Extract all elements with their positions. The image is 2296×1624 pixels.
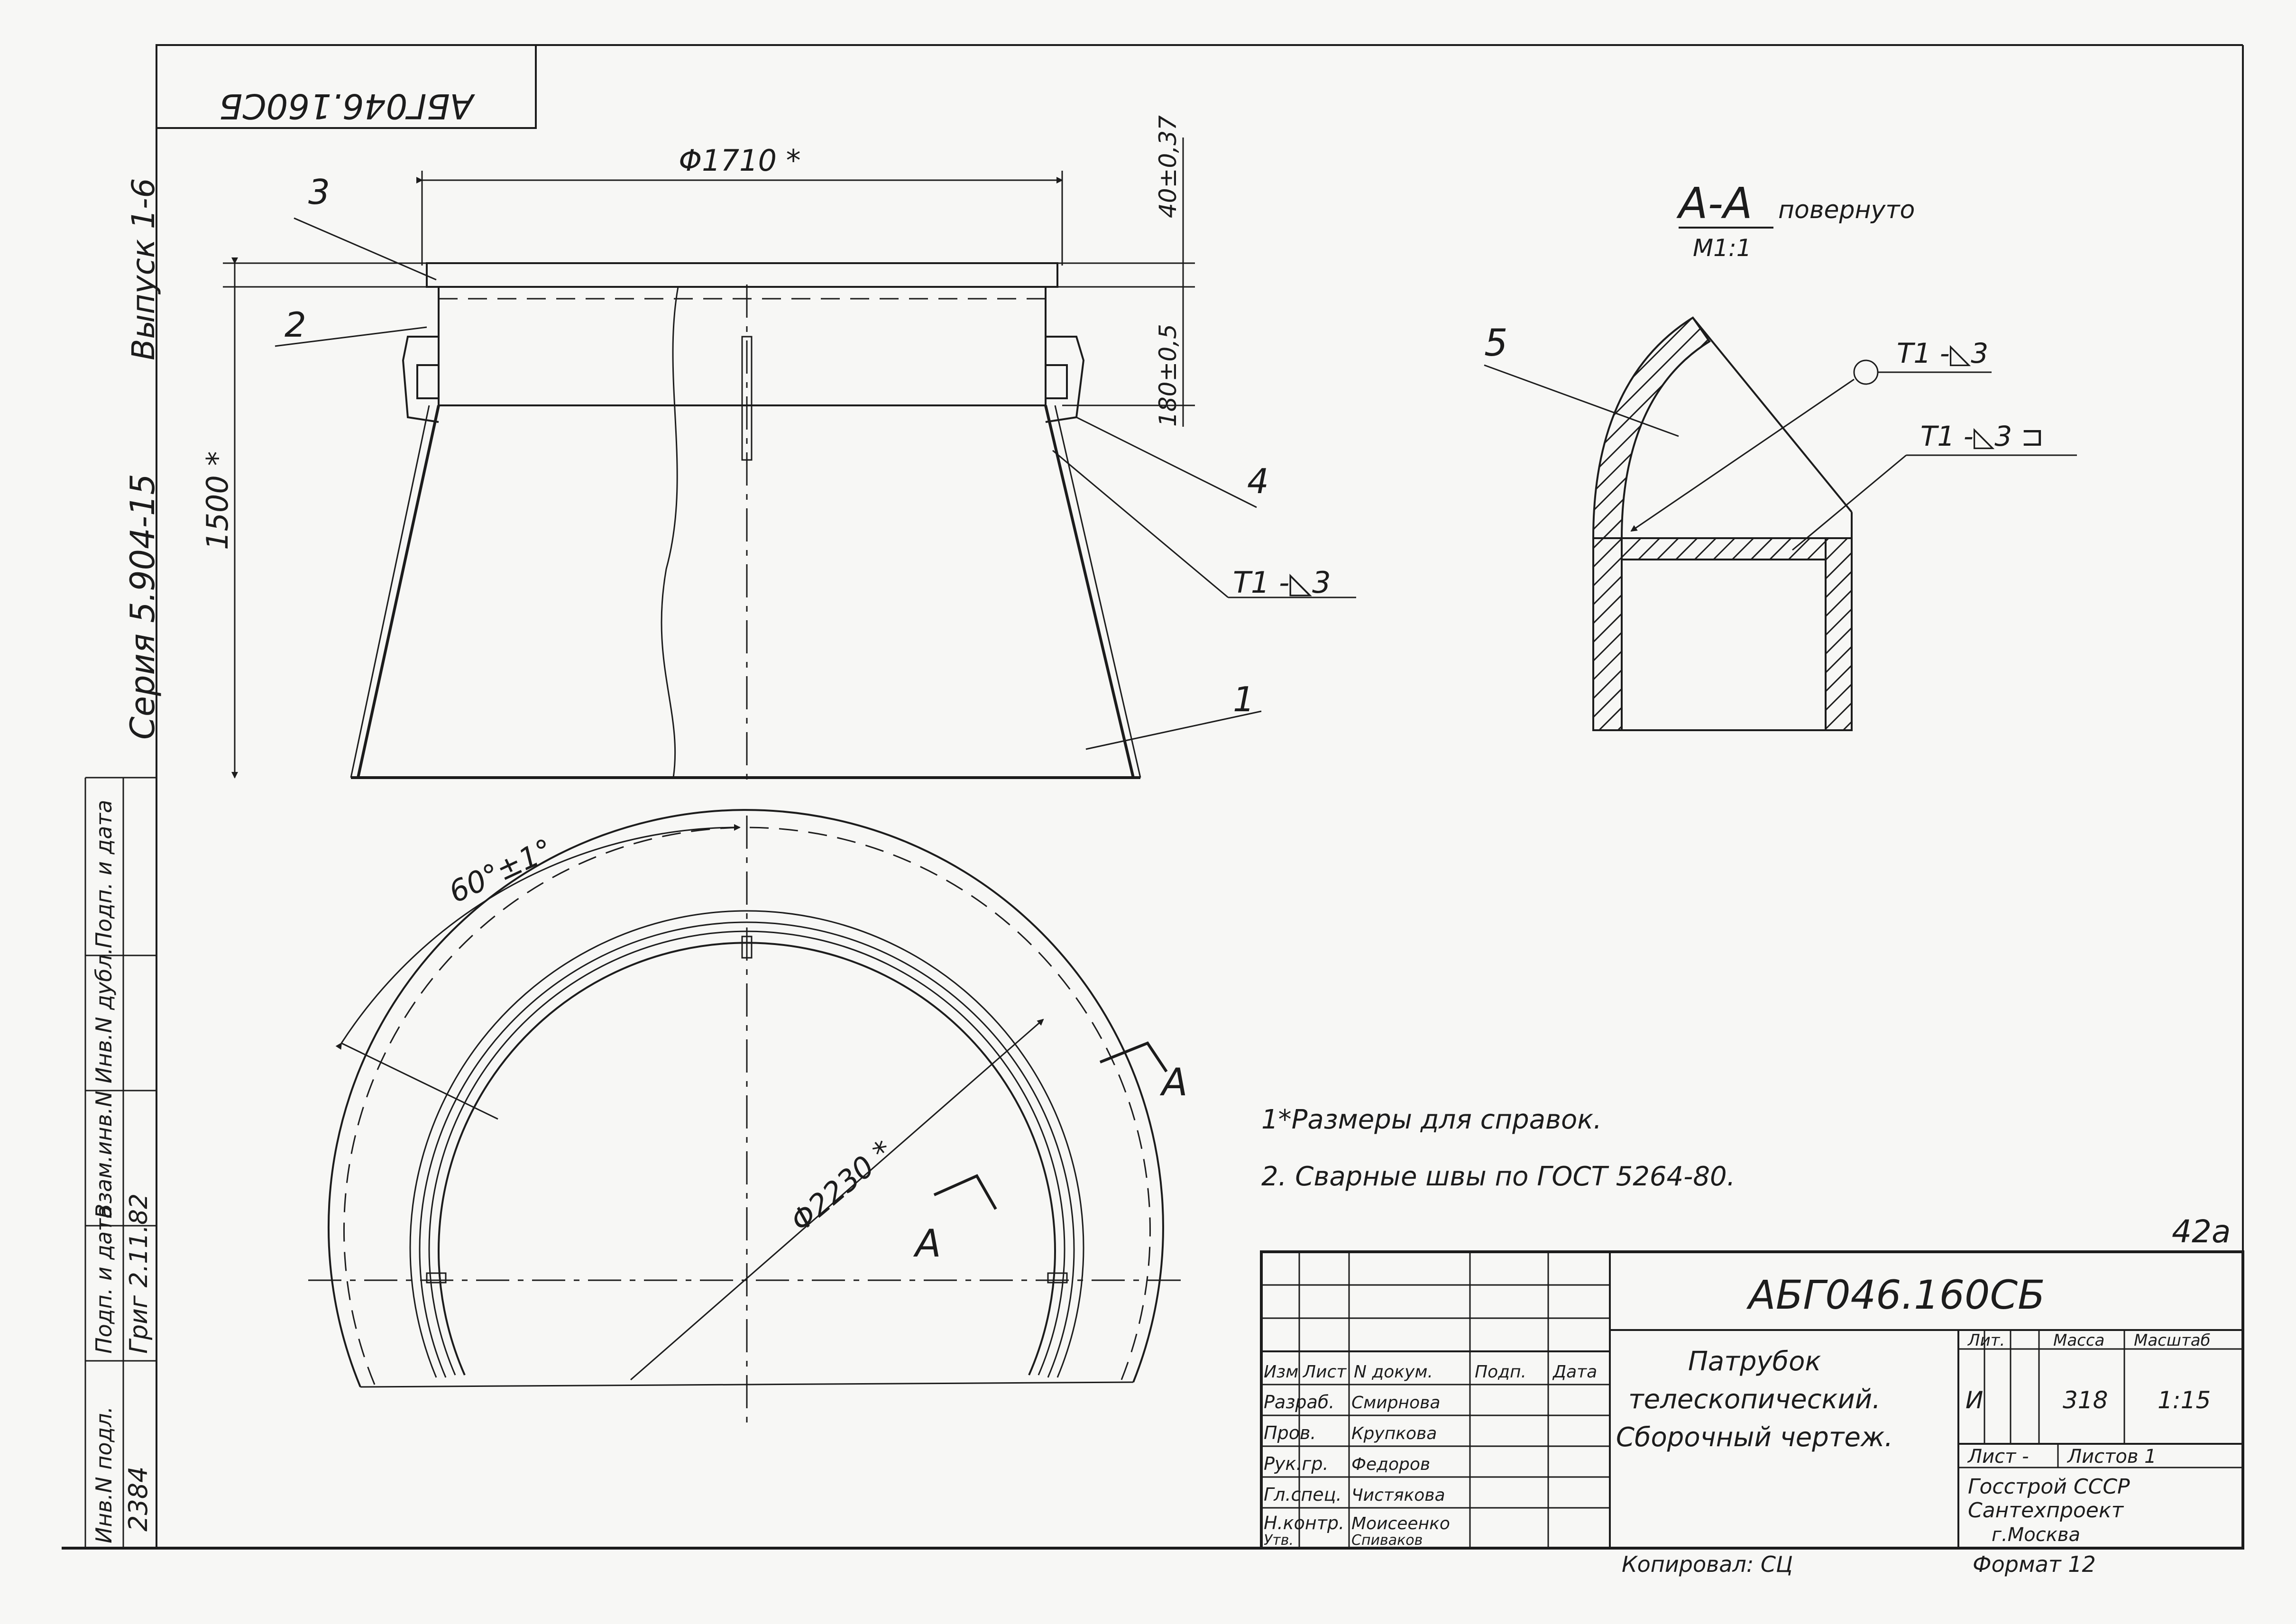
rotated-drawing-code: АБГ046.160СБ <box>219 86 475 126</box>
stamp-label-2: Подп. и дата <box>91 1205 117 1354</box>
stamp-inv-number: 2384 <box>123 1467 153 1532</box>
weld-label-front: Т1 -◺3 <box>1233 565 1331 600</box>
tb-name-1: Смирнова <box>1351 1393 1440 1413</box>
tb-name-3: Федоров <box>1351 1455 1430 1474</box>
tb-org-1: Госстрой СССР <box>1968 1475 2130 1499</box>
tb-header-list: Лист <box>1302 1362 1347 1382</box>
tb-name-4: Чистякова <box>1351 1486 1445 1505</box>
tb-name-line1: Патрубок <box>1688 1346 1821 1377</box>
stamp-label-1: Инв.N подл. <box>91 1406 117 1543</box>
tb-name-2: Крупкова <box>1351 1424 1437 1443</box>
format-label: Формат 12 <box>1973 1551 2096 1577</box>
tb-role-6: Утв. <box>1264 1532 1294 1549</box>
tb-scale-label: Масштаб <box>2134 1331 2211 1350</box>
stamp-signature-date: Григ 2.11.82 <box>125 1193 153 1354</box>
series-label: Серия 5.904-15 <box>123 474 162 740</box>
dim-plan-diameter: Φ2230 * <box>784 1133 900 1238</box>
rotated-code-box: АБГ046.160СБ <box>156 44 537 129</box>
side-stamp: Подп. и дата Инв.N дубл. Взам.инв.N Подп… <box>85 800 156 1543</box>
tb-lit-label: Лит. <box>1967 1331 2005 1350</box>
tb-header-ndoc: N докум. <box>1354 1362 1433 1382</box>
cut-letter-a-2: А <box>913 1221 941 1266</box>
callout-1: 1 <box>1233 679 1255 719</box>
tb-sheet-label: Лист - <box>1967 1446 2029 1468</box>
tb-header-izm: Изм <box>1264 1362 1298 1382</box>
tb-mass-value: 318 <box>2063 1386 2108 1414</box>
tb-role-1: Разраб. <box>1264 1392 1334 1413</box>
tb-code: АБГ046.160СБ <box>1746 1272 2045 1318</box>
tb-sheets-label: Листов 1 <box>2066 1446 2157 1468</box>
tb-name-5: Моисеенко <box>1351 1514 1450 1533</box>
tb-mass-label: Масса <box>2053 1331 2104 1350</box>
callout-5: 5 <box>1484 322 1508 365</box>
tb-role-2: Пров. <box>1264 1422 1316 1443</box>
stamp-label-4: Инв.N дубл. <box>91 947 117 1083</box>
section-title: А-А <box>1676 179 1753 229</box>
dim-total-height: 1500 * <box>200 451 235 551</box>
tb-org-2: Сантехпроект <box>1968 1498 2124 1523</box>
tb-org-3: г.Москва <box>1992 1524 2080 1546</box>
section-subtitle: повернуто <box>1778 196 1915 224</box>
tb-role-4: Гл.спец. <box>1264 1484 1342 1505</box>
tb-header-date: Дата <box>1552 1362 1597 1382</box>
front-view: Φ1710 * 40±0,37 180±0,5 1500 * <box>200 115 1356 787</box>
dim-angle: 60°±1° <box>443 832 558 909</box>
title-block: Изм Лист N докум. Подп. Дата Разраб. Сми… <box>1260 1250 2244 1550</box>
tb-lit-value: И <box>1965 1386 1983 1414</box>
copied-by: Копировал: СЦ <box>1622 1551 1793 1577</box>
stamp-label-5: Подп. и дата <box>91 800 117 948</box>
tb-header-podp: Подп. <box>1475 1362 1526 1382</box>
tb-name-line2: телескопический. <box>1628 1384 1881 1415</box>
tb-name-6: Спиваков <box>1351 1532 1423 1549</box>
callout-3: 3 <box>308 172 330 212</box>
tb-scale-value: 1:15 <box>2158 1386 2211 1414</box>
stamp-label-3: Взам.инв.N <box>91 1091 117 1219</box>
callout-4: 4 <box>1247 461 1269 501</box>
page-number: 42а <box>2172 1213 2231 1250</box>
section-scale: М1:1 <box>1693 234 1752 262</box>
dim-top-diameter: Φ1710 * <box>679 143 800 178</box>
note-1: 1*Размеры для справок. <box>1261 1104 1602 1135</box>
callout-2: 2 <box>285 305 306 345</box>
section-weld-label-2: Т1 -◺3 ⊐ <box>1920 420 2044 452</box>
section-weld-label-1: Т1 -◺3 <box>1897 337 1988 369</box>
issue-label: Выпуск 1-6 <box>125 178 162 360</box>
tb-role-3: Рук.гр. <box>1264 1453 1329 1474</box>
dim-band-height: 180±0,5 <box>1154 324 1182 427</box>
section-aa: А-А повернуто М1:1 5 Т1 -◺3 Т1 -◺3 ⊐ <box>1484 179 2077 731</box>
tb-role-5: Н.контр. <box>1264 1513 1344 1533</box>
plan-view: 60°±1° Φ2230 * А А <box>308 809 1188 1422</box>
dim-flange-height: 40±0,37 <box>1154 115 1182 218</box>
tb-name-line3: Сборочный чертеж. <box>1616 1422 1893 1453</box>
note-2: 2. Сварные швы по ГОСТ 5264-80. <box>1261 1161 1735 1192</box>
cut-letter-a-1: А <box>1159 1060 1188 1104</box>
